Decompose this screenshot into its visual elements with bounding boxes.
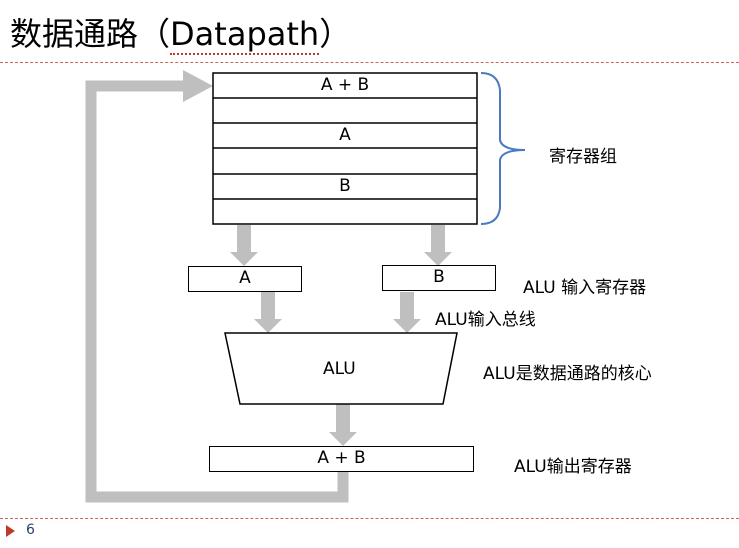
register-row: [213, 98, 477, 123]
register-row: [213, 199, 477, 224]
title-paren-open: （: [138, 15, 171, 53]
a-to-alu-arrow: [254, 292, 282, 333]
b-to-alu-arrow: [393, 292, 421, 333]
slide-marker-icon: [6, 525, 15, 537]
register-row: A: [339, 125, 351, 145]
regfile-to-b-arrow: [424, 225, 452, 266]
bottom-divider: [0, 518, 739, 519]
feedback-loop-arrow: [85, 80, 349, 503]
regfile-to-a-arrow: [230, 225, 258, 266]
register-group-label: 寄存器组: [549, 147, 617, 167]
alu-input-register-b: B: [382, 265, 496, 291]
page-title: 数据通路（Datapath）: [10, 12, 351, 56]
alu-input-register-label: ALU 输入寄存器: [523, 278, 647, 298]
alu-output-register: A + B: [209, 446, 474, 472]
register-row: B: [339, 176, 351, 196]
page-number: 6: [26, 522, 35, 538]
register-group-brace: [480, 72, 526, 225]
alu-core-label: ALU是数据通路的核心: [483, 364, 652, 384]
alu-output-register-label: ALU输出寄存器: [514, 457, 632, 477]
alu-input-bus-label: ALU输入总线: [435, 310, 536, 330]
feedback-arrowhead: [183, 70, 213, 102]
title-english: Datapath: [170, 15, 320, 55]
register-row: A + B: [320, 75, 370, 95]
top-divider: [0, 62, 739, 63]
alu-text: ALU: [323, 359, 356, 379]
title-paren-close: ）: [319, 15, 352, 53]
title-main: 数据通路: [10, 15, 139, 53]
alu-to-output-arrow: [329, 404, 357, 446]
register-row: [213, 148, 477, 173]
alu-input-register-a: A: [188, 266, 302, 292]
alu-unit: [224, 332, 458, 405]
